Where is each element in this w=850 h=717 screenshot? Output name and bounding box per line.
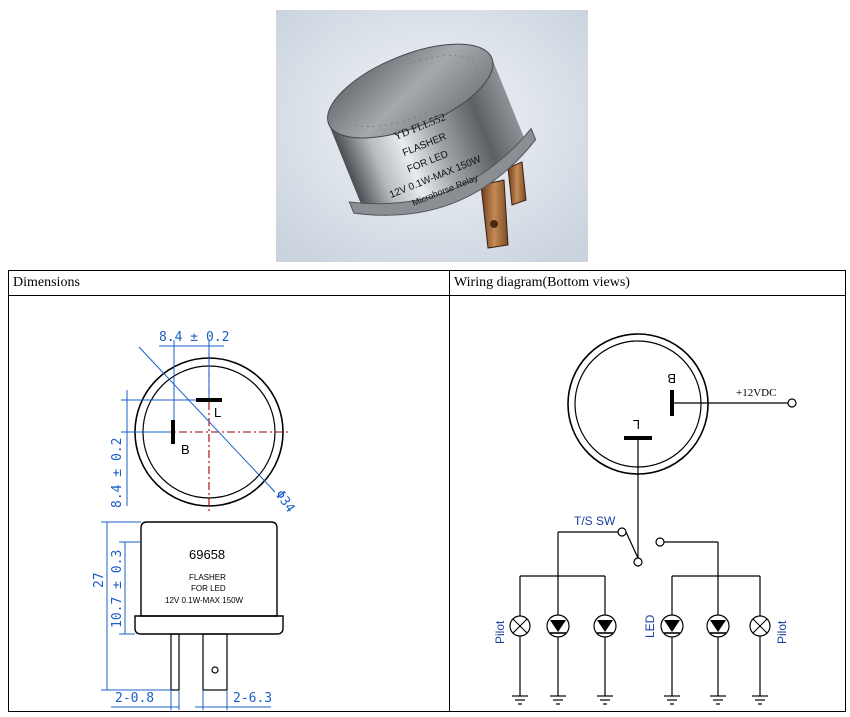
- dimensions-drawing: L B 8.4 ± 0.2 8.4 ± 0.2 Φ34: [92, 330, 298, 710]
- body-text-1: FLASHER: [189, 573, 226, 582]
- pin-dimensions: 2-0.8 2-6.3: [111, 690, 272, 710]
- ground-symbols: [512, 695, 768, 705]
- wiring-header: Wiring diagram(Bottom views): [449, 270, 846, 296]
- pilot-label-right: Pilot: [775, 620, 789, 644]
- right-lamp-group: LED Pilot: [643, 542, 789, 696]
- switch-label: T/S SW: [574, 514, 616, 528]
- pin-width-label: 2-6.3: [233, 691, 272, 706]
- spec-table: Dimensions Wiring diagram(Bottom views) …: [8, 270, 846, 712]
- led-right-2: [706, 614, 730, 638]
- top-dimension-label: 8.4 ± 0.2: [159, 330, 229, 345]
- side-dimension-label: 8.4 ± 0.2: [110, 438, 125, 508]
- turn-signal-switch: T/S SW: [558, 440, 718, 567]
- terminal-pins: [480, 161, 527, 249]
- top-pin-l: L: [214, 405, 221, 420]
- pilot-label-left: Pilot: [493, 620, 507, 644]
- top-dimension: 8.4 ± 0.2: [159, 330, 229, 420]
- wiring-cell: B L +12VDC T/S SW: [449, 295, 846, 712]
- led-label: LED: [643, 614, 657, 638]
- side-view: 69658 FLASHER FOR LED 12V 0.1W-MAX 150W: [134, 521, 284, 691]
- diameter-label: Φ34: [272, 488, 298, 516]
- pin-thickness-label: 2-0.8: [115, 691, 154, 706]
- part-number: 69658: [189, 547, 225, 562]
- side-dimension: 8.4 ± 0.2: [110, 390, 196, 508]
- left-lamp-group: Pilot: [493, 532, 617, 696]
- body-text-3: 12V 0.1W-MAX 150W: [165, 596, 244, 605]
- wiring-drawing: B L +12VDC T/S SW: [493, 333, 797, 705]
- top-view: L B: [131, 346, 289, 512]
- led-left-1: [546, 614, 570, 638]
- dimensions-cell: L B 8.4 ± 0.2 8.4 ± 0.2 Φ34: [8, 295, 450, 712]
- body-height-label: 10.7 ± 0.3: [110, 550, 125, 628]
- led-right-1: [660, 614, 684, 638]
- supply-wire: +12VDC: [674, 387, 797, 408]
- product-photo: YD FLL552 FLASHER FOR LED 12V 0.1W-MAX 1…: [276, 10, 588, 262]
- supply-label: +12VDC: [736, 387, 776, 399]
- led-left-2: [593, 614, 617, 638]
- flasher-can: YD FLL552 FLASHER FOR LED 12V 0.1W-MAX 1…: [327, 43, 537, 216]
- height-label: 27: [92, 572, 107, 588]
- height-dimensions: 27 10.7 ± 0.3: [92, 521, 171, 691]
- wiring-pin-l: L: [633, 417, 640, 432]
- top-pin-b: B: [181, 442, 190, 457]
- dimensions-header: Dimensions: [8, 270, 450, 296]
- body-text-2: FOR LED: [191, 584, 226, 593]
- wiring-pin-b: B: [667, 371, 676, 386]
